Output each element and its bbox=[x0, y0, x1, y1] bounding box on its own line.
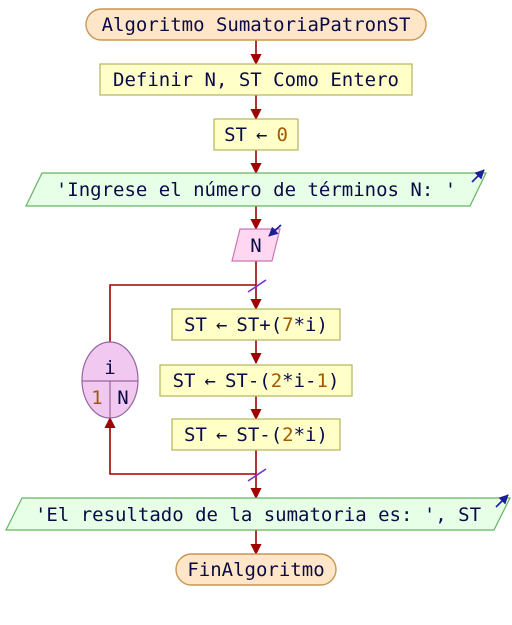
output-prompt-label: 'Ingrese el número de términos N: ' bbox=[56, 179, 456, 201]
connectors bbox=[104, 40, 267, 556]
input-n[interactable]: N bbox=[231, 224, 282, 262]
step-3-label: ST ← ST-(2*i) bbox=[184, 424, 328, 446]
assign-init-value: 0 bbox=[276, 124, 287, 146]
output-prompt[interactable]: 'Ingrese el número de términos N: ' bbox=[25, 169, 487, 207]
step-1-num: 7 bbox=[282, 314, 293, 336]
step-3-expr-a: ST-( bbox=[236, 424, 282, 446]
loop-entry-marker bbox=[247, 279, 267, 293]
step-1-lhs: ST bbox=[184, 314, 207, 336]
loop-exit-marker bbox=[247, 468, 267, 482]
step-3-expr-b: *i) bbox=[294, 424, 328, 446]
step-2-lhs: ST bbox=[173, 370, 196, 392]
input-arrow-icon bbox=[268, 224, 282, 237]
end-label: FinAlgoritmo bbox=[187, 559, 324, 581]
step-2-label: ST ← ST-(2*i-1) bbox=[173, 370, 340, 392]
output-result-label: 'El resultado de la sumatoria es: ', ST bbox=[35, 504, 481, 526]
loop-from: 1 bbox=[91, 387, 102, 409]
assign-init-label: ST ← 0 bbox=[224, 124, 288, 146]
end-terminal[interactable]: FinAlgoritmo bbox=[175, 553, 337, 586]
input-label: N bbox=[250, 235, 261, 257]
output-result[interactable]: 'El resultado de la sumatoria es: ', ST bbox=[5, 494, 511, 531]
step-2-expr-b: *i- bbox=[282, 370, 316, 392]
step-2-op: ← bbox=[204, 370, 215, 392]
loop-to: N bbox=[117, 387, 128, 409]
step-2-num-b: 1 bbox=[316, 370, 327, 392]
define-label: Definir N, ST Como Entero bbox=[113, 69, 399, 91]
step-3-op: ← bbox=[216, 424, 227, 446]
step-1-op: ← bbox=[216, 314, 227, 336]
step-3-lhs: ST bbox=[184, 424, 207, 446]
loop-body-step-2[interactable]: ST ← ST-(2*i-1) bbox=[159, 364, 353, 397]
step-1-label: ST ← ST+(7*i) bbox=[184, 314, 328, 336]
define-process[interactable]: Definir N, ST Como Entero bbox=[99, 63, 413, 96]
start-label: Algoritmo SumatoriaPatronST bbox=[102, 14, 411, 36]
assign-init-process[interactable]: ST ← 0 bbox=[213, 118, 299, 151]
step-2-expr-a: ST-( bbox=[225, 370, 271, 392]
step-2-num-a: 2 bbox=[271, 370, 282, 392]
start-terminal[interactable]: Algoritmo SumatoriaPatronST bbox=[85, 8, 427, 41]
for-loop-node[interactable]: i 1 N bbox=[81, 341, 139, 419]
loop-var: i bbox=[104, 357, 115, 379]
step-2-expr-c: ) bbox=[328, 370, 339, 392]
step-1-expr-b: *i) bbox=[294, 314, 328, 336]
assign-init-var: ST bbox=[224, 124, 247, 146]
step-1-expr-a: ST+( bbox=[236, 314, 282, 336]
step-3-num: 2 bbox=[282, 424, 293, 446]
edge-loop-return bbox=[104, 416, 256, 475]
output-result-arrow-icon bbox=[495, 494, 509, 508]
loop-body-step-3[interactable]: ST ← ST-(2*i) bbox=[171, 418, 341, 451]
output-arrow-icon bbox=[471, 169, 485, 183]
edge-loop-entry bbox=[109, 284, 256, 343]
assign-init-op: ← bbox=[256, 124, 267, 146]
loop-body-step-1[interactable]: ST ← ST+(7*i) bbox=[171, 308, 341, 341]
